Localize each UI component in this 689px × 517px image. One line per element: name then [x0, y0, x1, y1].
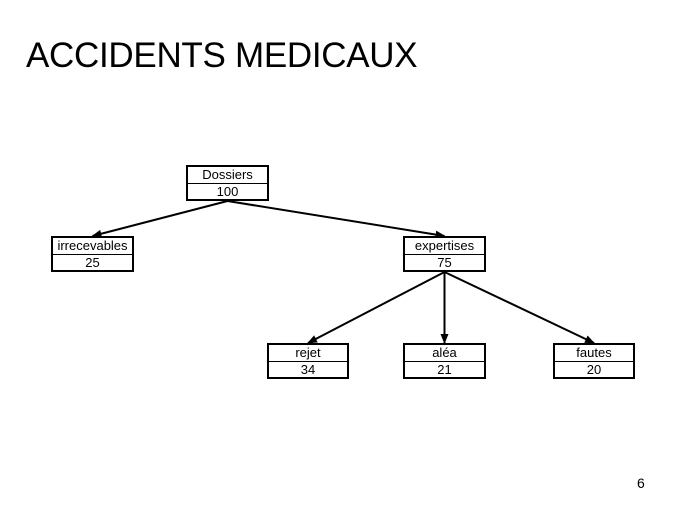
node-irrecevables-label: irrecevables — [53, 238, 132, 255]
slide-title: ACCIDENTS MEDICAUX — [26, 36, 418, 75]
node-irrecevables: irrecevables 25 — [51, 236, 134, 272]
node-irrecevables-value: 25 — [85, 255, 100, 270]
node-fautes-label: fautes — [555, 345, 633, 362]
node-rejet-label: rejet — [269, 345, 347, 362]
node-dossiers-label: Dossiers — [188, 167, 267, 184]
arrow-expertises-to-fautes — [444, 271, 595, 344]
arrow-root-to-expertises — [227, 200, 446, 239]
node-expertises: expertises 75 — [403, 236, 486, 272]
node-expertises-label: expertises — [405, 238, 484, 255]
node-alea-value: 21 — [437, 362, 452, 377]
node-fautes-value: 20 — [586, 362, 602, 377]
arrow-expertises-to-rejet — [307, 271, 445, 344]
node-fautes: fautes 20 — [553, 343, 635, 379]
node-alea: aléa 21 — [403, 343, 486, 379]
page-number: 6 — [637, 475, 645, 491]
node-dossiers-value: 100 — [216, 184, 239, 199]
node-dossiers: Dossiers 100 — [186, 165, 269, 201]
node-rejet-value: 34 — [300, 362, 316, 377]
arrow-root-to-irrecevables — [91, 200, 228, 238]
node-rejet: rejet 34 — [267, 343, 349, 379]
node-expertises-value: 75 — [437, 255, 452, 270]
node-alea-label: aléa — [405, 345, 484, 362]
